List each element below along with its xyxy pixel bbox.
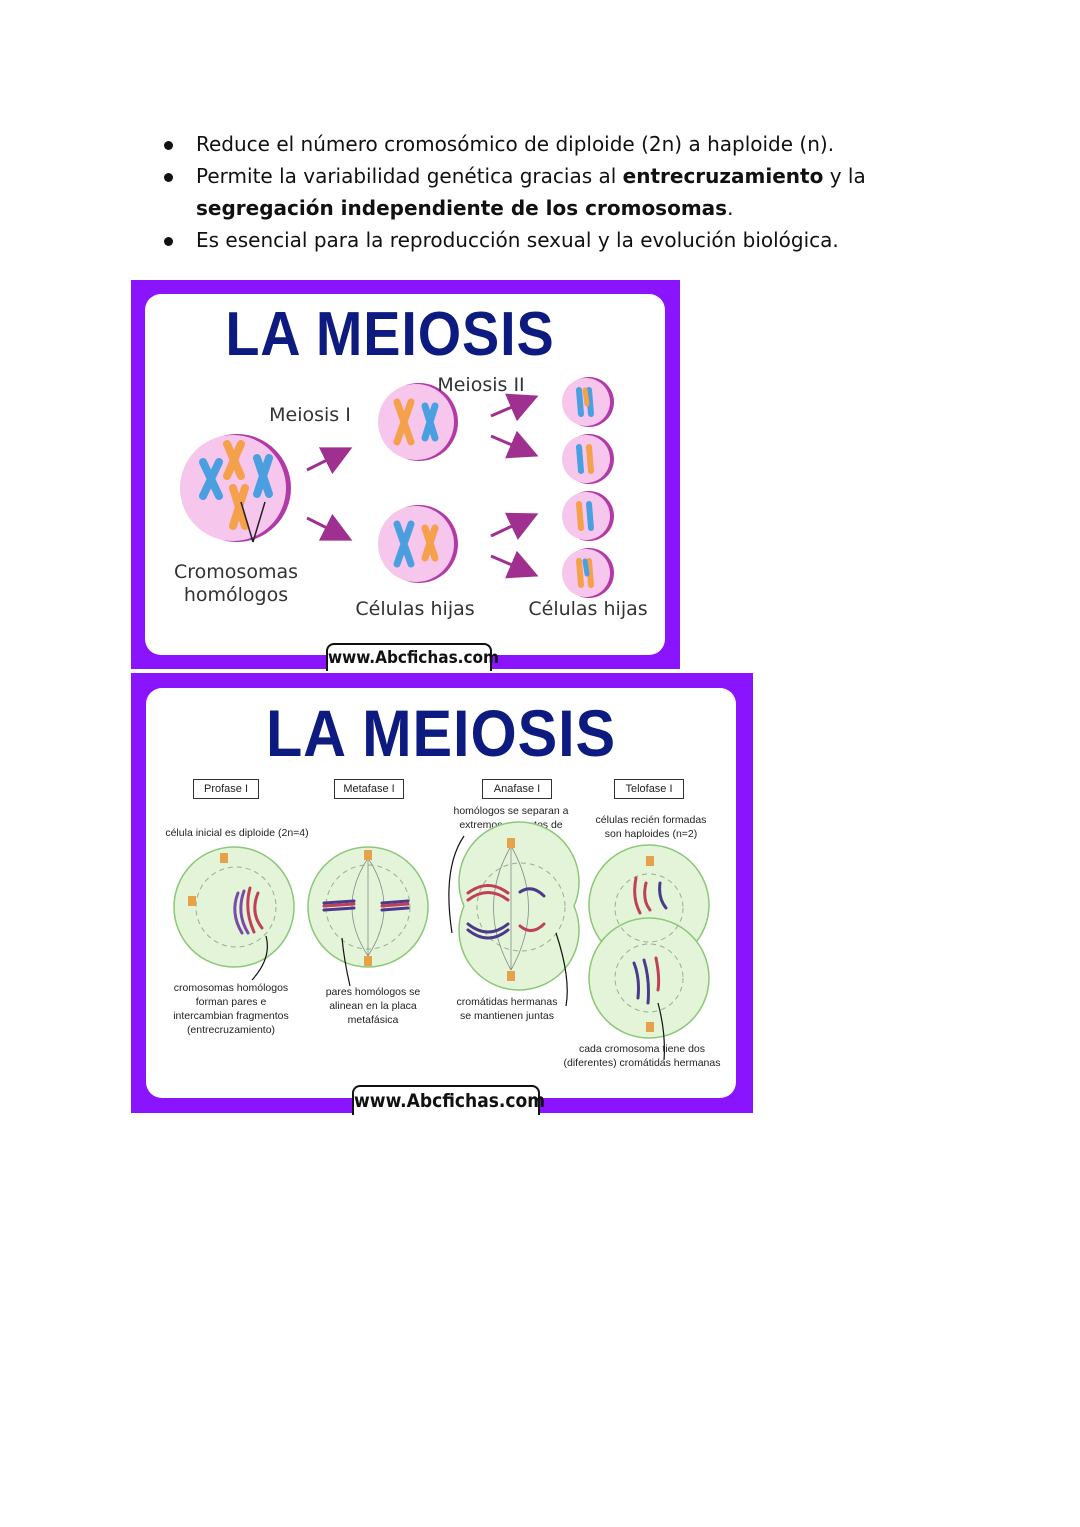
- meiosis-phases-diagram: [173, 821, 710, 1061]
- bullet-item: Permite la variabilidad genética gracias…: [160, 160, 960, 224]
- note-profase-bottom-2: forman pares e: [195, 996, 267, 1008]
- note-telofase-bottom-2: (diferentes) cromátidas hermanas: [563, 1057, 721, 1069]
- note-telofase-top-2: son haploides (n=2): [604, 828, 698, 840]
- bullet-bold-text: segregación independiente de los cromoso…: [196, 196, 728, 220]
- note-profase-top: célula inicial es diploide (2n=4): [165, 827, 309, 839]
- note-telofase-top-1: células recién formadas: [595, 814, 707, 826]
- daughter-cells-label-2: Células hijas: [528, 598, 648, 620]
- phase-box-profase: Profase I: [193, 779, 259, 799]
- bullet-text: .: [727, 196, 734, 220]
- homologs-label-2: homólogos: [183, 584, 289, 606]
- figure-1-title: LA MEIOSIS: [225, 300, 555, 369]
- figure-2-title: LA MEIOSIS: [265, 696, 617, 770]
- note-profase-bottom-1: cromosomas homólogos: [173, 982, 289, 994]
- note-profase-bottom-3: intercambian fragmentos: [173, 1010, 289, 1022]
- bullet-bold-text: entrecruzamiento: [622, 164, 824, 188]
- meiosis-figure-1: LA MEIOSIS: [131, 280, 680, 671]
- note-metafase-bottom-2: alinean en la placa: [329, 1000, 417, 1012]
- diploid-cell: [180, 434, 291, 542]
- phase-box-telofase: Telofase I: [614, 779, 684, 799]
- bullet-item: Es esencial para la reproducción sexual …: [160, 224, 960, 256]
- note-metafase-bottom-3: metafásica: [347, 1014, 399, 1026]
- bullet-item: Reduce el número cromosómico de diploide…: [160, 128, 960, 160]
- summary-bullet-list: Reduce el número cromosómico de diploide…: [160, 128, 960, 256]
- bullet-text: Es esencial para la reproducción sexual …: [196, 228, 839, 252]
- bullet-text: y la: [823, 164, 866, 188]
- bullet-dot: [164, 141, 173, 150]
- figure-1-website: www.Abcfichas.com: [326, 643, 499, 671]
- daughter-cell-bottom: [378, 505, 458, 583]
- note-anafase-bottom-2: se mantienen juntas: [460, 1010, 554, 1022]
- note-telofase-bottom-1: cada cromosoma tiene dos: [578, 1043, 706, 1055]
- meiosis-1-label: Meiosis I: [269, 404, 351, 426]
- daughter-cells-label-1: Células hijas: [355, 598, 475, 620]
- note-profase-bottom-4: (entrecruzamiento): [186, 1024, 276, 1036]
- homologs-label-1: Cromosomas: [174, 561, 298, 583]
- bullet-dot: [164, 237, 173, 246]
- note-anafase-top-1: homólogos se separan a: [453, 805, 569, 817]
- haploid-cells: [562, 377, 614, 598]
- note-metafase-bottom-1: pares homólogos se: [325, 986, 421, 998]
- phase-box-anafase: Anafase I: [482, 779, 552, 799]
- bullet-text: Reduce el número cromosómico de diploide…: [196, 132, 835, 156]
- meiosis-1-diagram: [180, 377, 614, 598]
- bullet-text: Permite la variabilidad genética gracias…: [196, 164, 623, 188]
- bullet-dot: [164, 173, 173, 182]
- figure-2-website: www.Abcfichas.com: [352, 1085, 545, 1115]
- phase-box-metafase: Metafase I: [334, 779, 404, 799]
- daughter-cell-top: [378, 383, 458, 461]
- note-anafase-bottom-1: cromátidas hermanas: [456, 996, 558, 1008]
- meiosis-2-label: Meiosis II: [437, 374, 525, 396]
- meiosis-figure-2: LA MEIOSIS Profase I Metafase I Anafase …: [131, 673, 753, 1115]
